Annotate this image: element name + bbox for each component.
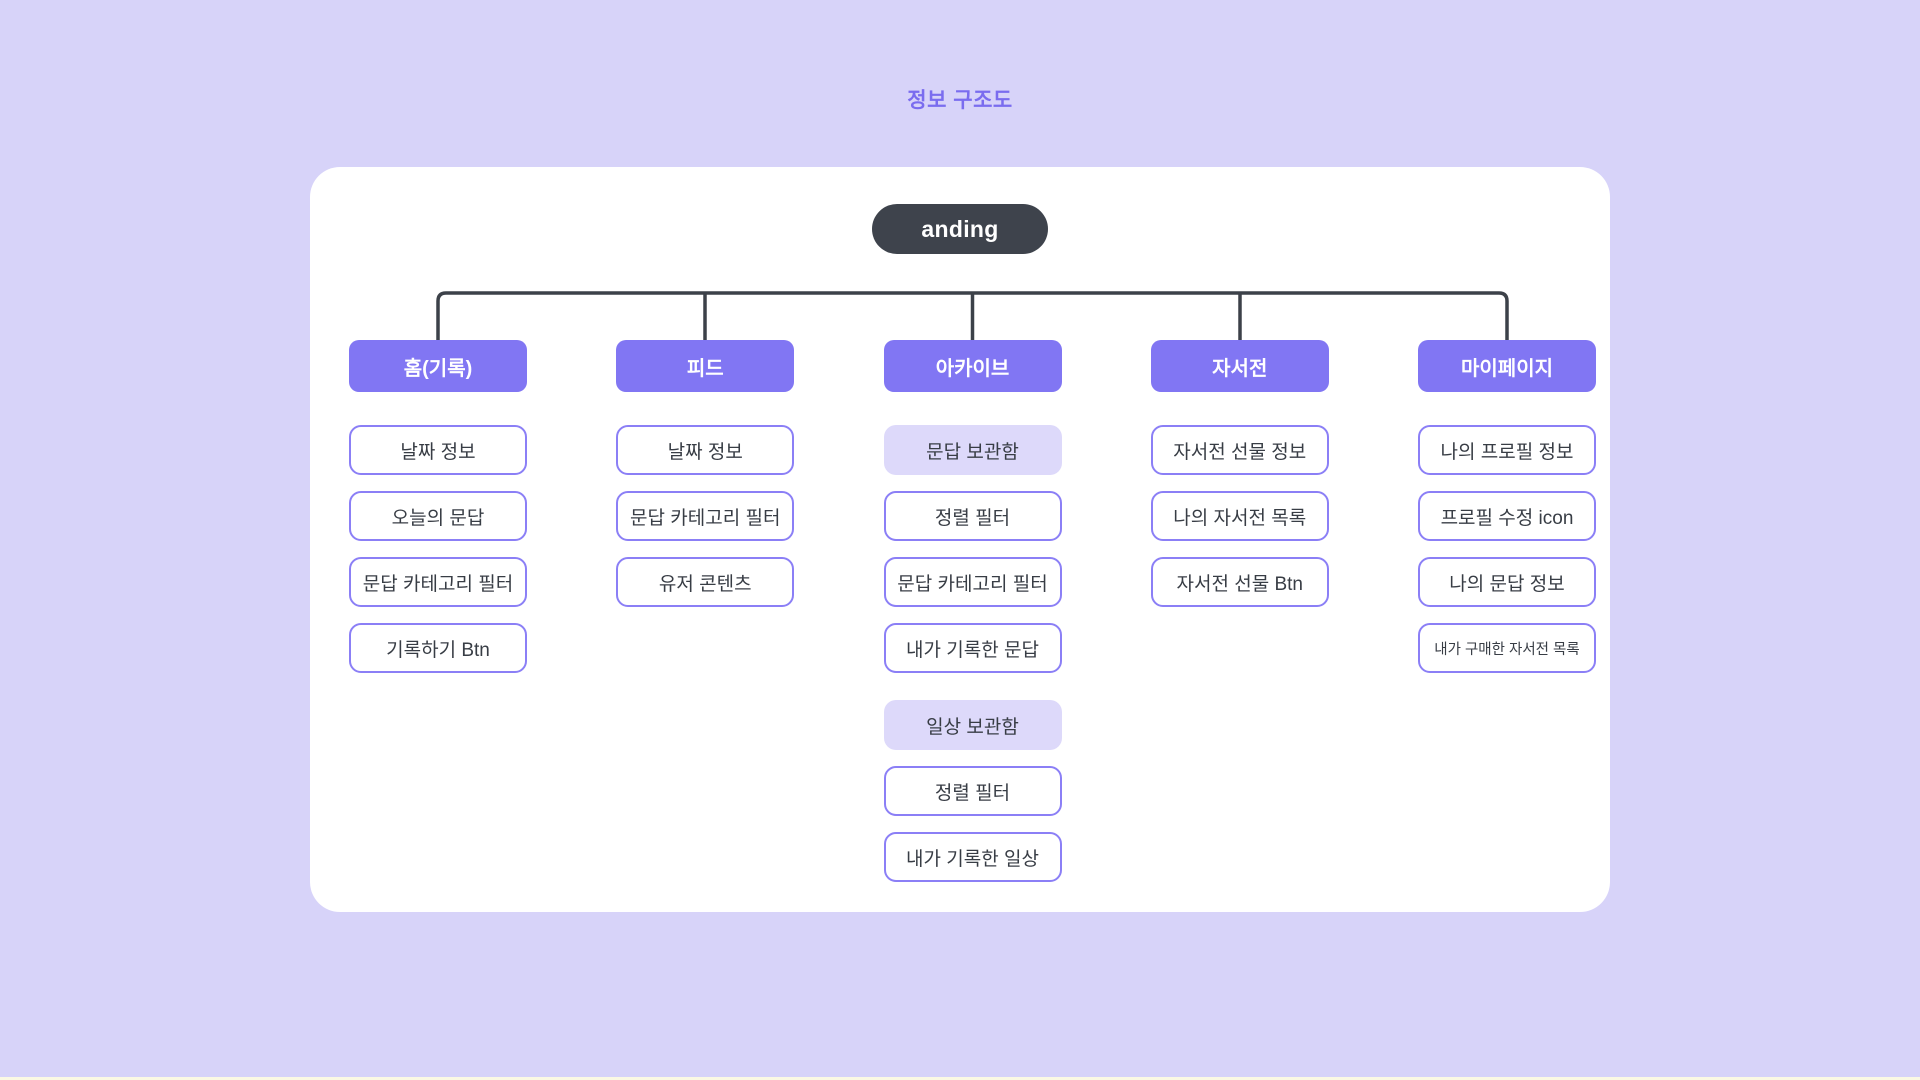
tree-node-feed-2[interactable]: 유저 콘텐츠 <box>616 557 795 607</box>
section-header-mypage[interactable]: 마이페이지 <box>1418 340 1596 392</box>
section-header-feed[interactable]: 피드 <box>616 340 795 392</box>
tree-node-archive-4[interactable]: 일상 보관함 <box>883 700 1062 750</box>
section-header-home[interactable]: 홈(기록) <box>349 340 527 392</box>
tree-node-archive-6[interactable]: 내가 기록한 일상 <box>883 832 1062 882</box>
tree-node-mypage-2[interactable]: 나의 문답 정보 <box>1418 557 1596 607</box>
tree-node-home-1[interactable]: 오늘의 문답 <box>349 491 527 541</box>
page-title: 정보 구조도 <box>907 89 1013 112</box>
tree-node-archive-0[interactable]: 문답 보관함 <box>883 425 1062 475</box>
tree-node-autobiography-0[interactable]: 자서전 선물 정보 <box>1150 425 1329 475</box>
tree-node-autobiography-2[interactable]: 자서전 선물 Btn <box>1150 557 1329 607</box>
tree-node-home-2[interactable]: 문답 카테고리 필터 <box>349 557 527 607</box>
root-node[interactable]: anding <box>872 204 1048 254</box>
tree-node-feed-0[interactable]: 날짜 정보 <box>616 425 795 475</box>
tree-node-archive-2[interactable]: 문답 카테고리 필터 <box>883 557 1062 607</box>
tree-node-mypage-0[interactable]: 나의 프로필 정보 <box>1418 425 1596 475</box>
tree-node-archive-5[interactable]: 정렬 필터 <box>883 766 1062 816</box>
section-header-autobiography[interactable]: 자서전 <box>1150 340 1329 392</box>
tree-node-mypage-1[interactable]: 프로필 수정 icon <box>1418 491 1596 541</box>
tree-node-archive-1[interactable]: 정렬 필터 <box>883 491 1062 541</box>
tree-node-archive-3[interactable]: 내가 기록한 문답 <box>883 623 1062 673</box>
tree-node-feed-1[interactable]: 문답 카테고리 필터 <box>616 491 795 541</box>
tree-connector-lines <box>436 291 1509 342</box>
tree-node-home-3[interactable]: 기록하기 Btn <box>349 623 527 673</box>
section-header-archive[interactable]: 아카이브 <box>883 340 1062 392</box>
tree-node-home-0[interactable]: 날짜 정보 <box>349 425 527 475</box>
tree-node-autobiography-1[interactable]: 나의 자서전 목록 <box>1150 491 1329 541</box>
tree-node-mypage-3[interactable]: 내가 구매한 자서전 목록 <box>1418 623 1596 673</box>
bottom-edge-strip <box>0 1077 1920 1080</box>
